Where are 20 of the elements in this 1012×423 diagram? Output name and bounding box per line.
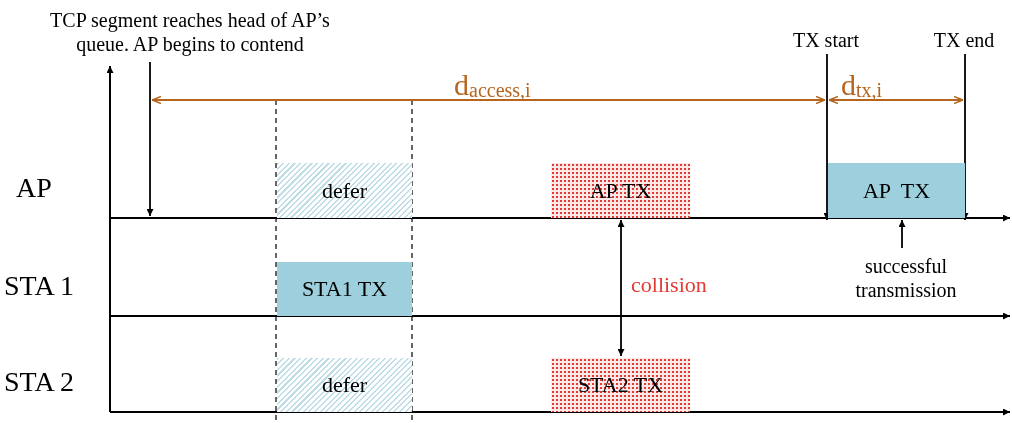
arrow	[823, 53, 831, 221]
arrow	[146, 61, 154, 217]
arrow	[961, 53, 969, 221]
dimension-label: d$_{tx,i}$	[841, 68, 883, 102]
transmission-slot: AP TX	[828, 163, 965, 218]
annotation-text: successful transmission	[835, 250, 977, 306]
row-label: STA 2	[4, 366, 75, 398]
row-label: STA 1	[4, 270, 75, 302]
arrow	[898, 219, 906, 249]
annotation-text: TX start	[776, 26, 876, 54]
defer-slot: defer	[277, 358, 412, 412]
annotation-text: TX end	[918, 26, 1010, 54]
dimension-label: d$_{access,i}$	[454, 68, 531, 102]
annotation-text: TCP segment reaches head of AP’s queue. AP begins to contend	[25, 2, 355, 62]
double-arrow	[617, 219, 625, 357]
defer-slot: defer	[277, 163, 412, 218]
collided-transmission-slot: AP TX	[551, 163, 690, 218]
row-label: AP	[16, 172, 52, 204]
transmission-slot: STA1 TX	[277, 262, 412, 316]
collided-transmission-slot: STA2 TX	[551, 358, 690, 412]
